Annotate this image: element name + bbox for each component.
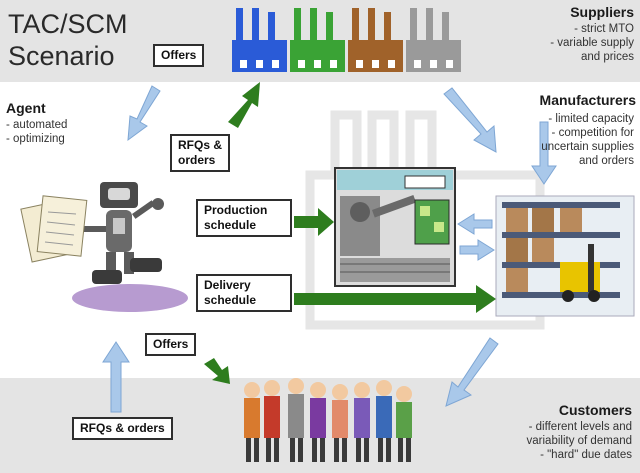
production-schedule-line-1: Production <box>204 203 268 217</box>
agent-note: - automated <box>6 119 68 131</box>
customers-note: variability of demand <box>526 435 632 447</box>
customers-note: - "hard" due dates <box>540 449 632 461</box>
title-line-1: TAC/SCM <box>8 9 128 39</box>
manufacturers-note: and orders <box>579 155 634 167</box>
rfqs-orders-top-line-1: RFQs & <box>178 138 223 152</box>
production-schedule-arrow <box>294 208 334 236</box>
suppliers-heading: Suppliers <box>570 4 634 20</box>
delivery-schedule-line-1: Delivery <box>204 278 251 292</box>
customers-notes: - different levels and variability of de… <box>527 420 632 462</box>
delivery-schedule-arrow <box>294 285 496 313</box>
robot-agent-icon <box>72 182 188 312</box>
customer-rfqs-up-arrow <box>102 341 130 413</box>
customers-note: - different levels and <box>528 421 632 433</box>
delivery-schedule-line-2: schedule <box>204 293 257 307</box>
documents-icon <box>20 195 88 263</box>
factory-gray-icon <box>406 8 461 72</box>
manufacturers-to-warehouse-arrow <box>531 121 557 185</box>
delivery-schedule-label: Delivery schedule <box>196 274 292 312</box>
manufacturers-note: - competition for <box>551 127 634 139</box>
factory-blue-icon <box>232 8 287 72</box>
customers-heading: Customers <box>558 402 632 418</box>
suppliers-to-manufacturers-arrow <box>443 87 497 153</box>
factory-brown-icon <box>348 8 403 72</box>
production-machine-icon <box>334 167 456 287</box>
rfqs-orders-top-label: RFQs & orders <box>170 134 231 172</box>
suppliers-note: and prices <box>580 51 634 63</box>
manufacturers-note: - limited capacity <box>548 113 634 125</box>
supplier-factories-icon <box>232 8 461 72</box>
factory-green-icon <box>290 8 345 72</box>
rfqs-to-suppliers-arrow <box>228 82 260 128</box>
production-schedule-label: Production schedule <box>196 199 292 237</box>
offers-bottom-label: Offers <box>145 333 197 356</box>
manufacturers-heading: Manufacturers <box>539 92 636 108</box>
manufacturers-note: uncertain supplies <box>541 141 634 153</box>
manufacturers-notes: - limited capacity - competition for unc… <box>541 112 634 168</box>
rfqs-orders-top-line-2: orders <box>178 153 216 167</box>
rfqs-orders-bottom-label: RFQs & orders <box>72 417 173 440</box>
suppliers-note: - variable supply <box>550 37 634 49</box>
offers-to-agent-arrow <box>127 85 161 142</box>
customers-people-icon <box>244 378 412 462</box>
offers-top-label: Offers <box>153 44 205 67</box>
suppliers-note: - strict MTO <box>574 23 634 35</box>
production-schedule-line-2: schedule <box>204 218 257 232</box>
page-title: TAC/SCM Scenario <box>8 8 128 72</box>
agent-notes: - automated - optimizing <box>6 118 67 146</box>
warehouse-icon <box>495 195 635 317</box>
warehouse-to-customers-arrow <box>445 337 499 407</box>
agent-heading: Agent <box>6 100 46 116</box>
title-line-2: Scenario <box>8 41 115 71</box>
suppliers-notes: - strict MTO - variable supply and price… <box>550 22 634 64</box>
agent-note: - optimizing <box>6 133 65 145</box>
machine-warehouse-double-arrow <box>457 213 495 261</box>
offers-to-customers-arrow <box>204 358 230 384</box>
